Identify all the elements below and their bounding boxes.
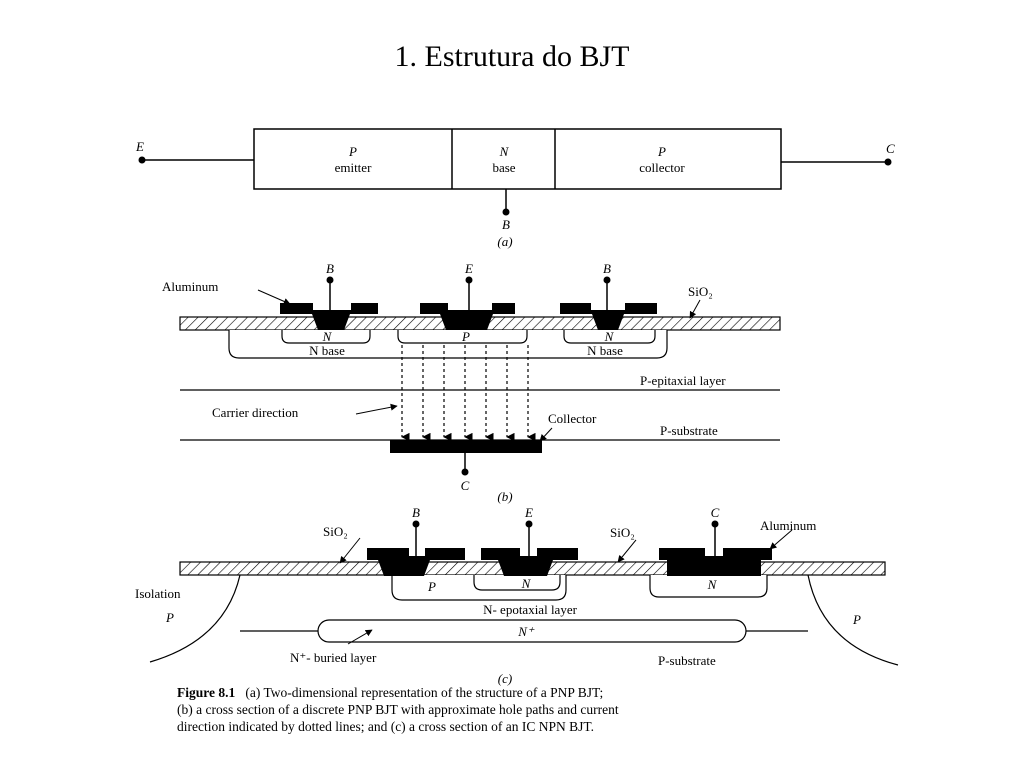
- emitter-terminal-label: E: [135, 139, 144, 154]
- emitter-terminal-label-b: E: [464, 261, 473, 276]
- emitter-terminal-label-c: E: [524, 505, 533, 520]
- collector-terminal-dot-b: [461, 468, 469, 476]
- base-terminal-label-c: B: [412, 505, 420, 520]
- n-left-label: N: [322, 329, 333, 344]
- caption-text-1: (a) Two-dimensional representation of th…: [245, 685, 604, 700]
- buried-layer-leader: [347, 629, 373, 645]
- p-substrate-label-c: P-substrate: [658, 653, 716, 668]
- n-plus-left-region: [281, 330, 371, 344]
- panel-a: E C B P emitter N base P collector (a): [135, 128, 895, 249]
- n-emitter-region-c: [473, 575, 561, 591]
- n-collector-region-c: [649, 575, 768, 598]
- base-left-terminal-label: B: [326, 261, 334, 276]
- aluminum-leader-c: [769, 529, 793, 550]
- isolation-right: [807, 574, 899, 666]
- carrier-leader: [355, 403, 398, 415]
- aluminum-label-b: Aluminum: [162, 279, 218, 294]
- collector-contact: [390, 440, 542, 453]
- base-type-label: N: [499, 144, 510, 159]
- base-right-terminal-label: B: [603, 261, 611, 276]
- aluminum-contact-emitter-c: [481, 548, 578, 576]
- isolation-left: [149, 574, 241, 663]
- collector-label-b: Collector: [548, 411, 597, 426]
- pnp-block: [253, 128, 782, 190]
- p-emitter-region: [397, 330, 528, 344]
- collector-label: collector: [639, 160, 685, 175]
- sio2-leader: [689, 299, 701, 319]
- p-center-label: P: [461, 329, 470, 344]
- sio2-right-label-c: SiO₂: [610, 525, 635, 540]
- n-plus-right-region: [563, 330, 656, 344]
- caption-line-3: direction indicated by dotted lines; and…: [177, 719, 595, 734]
- p-left-label-c: P: [165, 610, 174, 625]
- panel-b: Aluminum SiO₂ B E B N P N N base N base …: [162, 261, 781, 504]
- emitter-terminal-dot-c: [525, 520, 533, 528]
- n-right-label: N: [604, 329, 615, 344]
- aluminum-leader: [257, 289, 291, 305]
- p-epitaxial-label: P-epitaxial layer: [640, 373, 726, 388]
- figure-caption: Figure 8.1 (a) Two-dimensional represent…: [177, 684, 877, 735]
- aluminum-contact-collector-c: [659, 548, 772, 576]
- panel-c: SiO₂ SiO₂ Aluminum B E C Isolation P P P…: [135, 505, 899, 686]
- collector-leader: [539, 427, 553, 442]
- panel-c-caption: (c): [498, 671, 512, 686]
- sio2-left-leader: [339, 537, 361, 564]
- panel-a-caption: (a): [497, 234, 512, 249]
- sio2-right-leader: [617, 539, 637, 563]
- p-right-label-c: P: [852, 612, 861, 627]
- collector-terminal-label-b: C: [461, 478, 470, 493]
- p-substrate-label-b: P-substrate: [660, 423, 718, 438]
- base-label: base: [492, 160, 515, 175]
- n-plus-label: N⁺: [517, 624, 535, 639]
- aluminum-contact-base-right: [560, 303, 657, 330]
- figure-label: Figure 8.1: [177, 685, 236, 700]
- caption-line-1: Figure 8.1 (a) Two-dimensional represent…: [177, 684, 877, 701]
- n-base-right-label: N base: [587, 343, 623, 358]
- emitter-terminal-dot-b: [465, 276, 473, 284]
- isolation-label: Isolation: [135, 586, 181, 601]
- collector-terminal-label: C: [886, 141, 895, 156]
- buried-layer-label: N⁺- buried layer: [290, 650, 377, 665]
- aluminum-contact-base-c: [367, 548, 465, 576]
- carrier-direction-label: Carrier direction: [212, 405, 299, 420]
- n-plus-buried-layer: [317, 619, 747, 643]
- n-emitter-label-c: N: [521, 576, 532, 591]
- sio2-left-label-c: SiO₂: [323, 524, 348, 539]
- base-terminal-label: B: [502, 217, 510, 232]
- collector-terminal-dot-c: [711, 520, 719, 528]
- panel-b-caption: (b): [497, 489, 512, 504]
- n-collector-label-c: N: [707, 577, 718, 592]
- collector-terminal-dot: [884, 158, 892, 166]
- slide-title: 1. Estrutura do BJT: [394, 40, 630, 73]
- emitter-terminal-dot: [138, 156, 146, 164]
- emitter-type-label: P: [348, 144, 357, 159]
- collector-type-label: P: [657, 144, 666, 159]
- carrier-arrows: [401, 345, 536, 442]
- p-base-label-c: P: [427, 579, 436, 594]
- n-epitaxial-label: N- epotaxial layer: [483, 602, 578, 617]
- base-left-terminal-dot: [326, 276, 334, 284]
- n-base-left-label: N base: [309, 343, 345, 358]
- aluminum-contact-base-left: [280, 303, 378, 330]
- collector-terminal-label-c: C: [711, 505, 720, 520]
- aluminum-contact-emitter: [420, 303, 515, 330]
- base-terminal-dot: [502, 208, 510, 216]
- caption-line-2: (b) a cross section of a discrete PNP BJ…: [177, 702, 619, 717]
- sio2-label-b: SiO₂: [688, 284, 713, 299]
- base-terminal-dot-c: [412, 520, 420, 528]
- aluminum-label-c: Aluminum: [760, 518, 816, 533]
- base-right-terminal-dot: [603, 276, 611, 284]
- emitter-label: emitter: [335, 160, 372, 175]
